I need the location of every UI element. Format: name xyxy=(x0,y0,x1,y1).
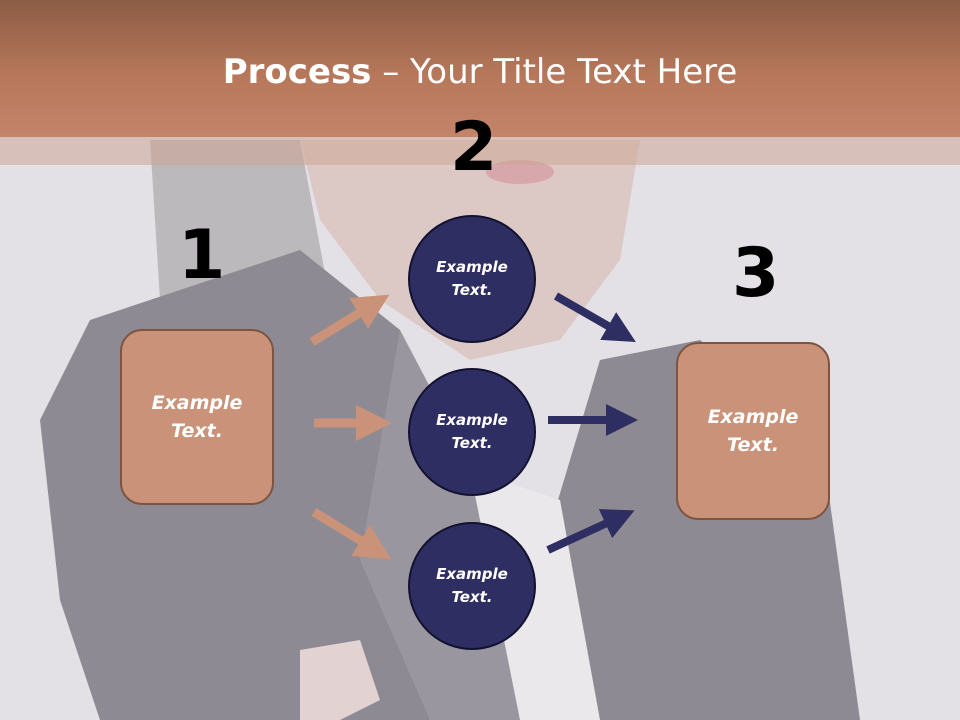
slide-title: Process – Your Title Text Here xyxy=(0,52,960,92)
circle-3: Example Text. xyxy=(408,522,536,650)
circle-1-label: Example Text. xyxy=(436,257,508,299)
arrow-from-circle-3 xyxy=(546,509,635,554)
step-number-1: 1 xyxy=(178,216,226,295)
title-bar xyxy=(0,0,960,137)
left-box: Example Text. xyxy=(120,329,274,505)
title-rest: – Your Title Text Here xyxy=(371,52,738,92)
step-number-3: 3 xyxy=(732,234,780,313)
title-bold: Process xyxy=(222,52,372,92)
left-box-label: Example Text. xyxy=(151,391,243,443)
right-box-label: Example Text. xyxy=(707,405,799,457)
arrow-to-circle-1 xyxy=(309,294,390,346)
circle-1: Example Text. xyxy=(408,215,536,343)
right-box: Example Text. xyxy=(676,342,830,520)
arrow-to-circle-3 xyxy=(311,508,392,560)
circle-2: Example Text. xyxy=(408,368,536,496)
circle-2-label: Example Text. xyxy=(436,410,508,452)
circle-3-label: Example Text. xyxy=(436,564,508,606)
title-band xyxy=(0,137,960,165)
arrow-from-circle-1 xyxy=(554,292,636,342)
step-number-2: 2 xyxy=(450,108,498,187)
